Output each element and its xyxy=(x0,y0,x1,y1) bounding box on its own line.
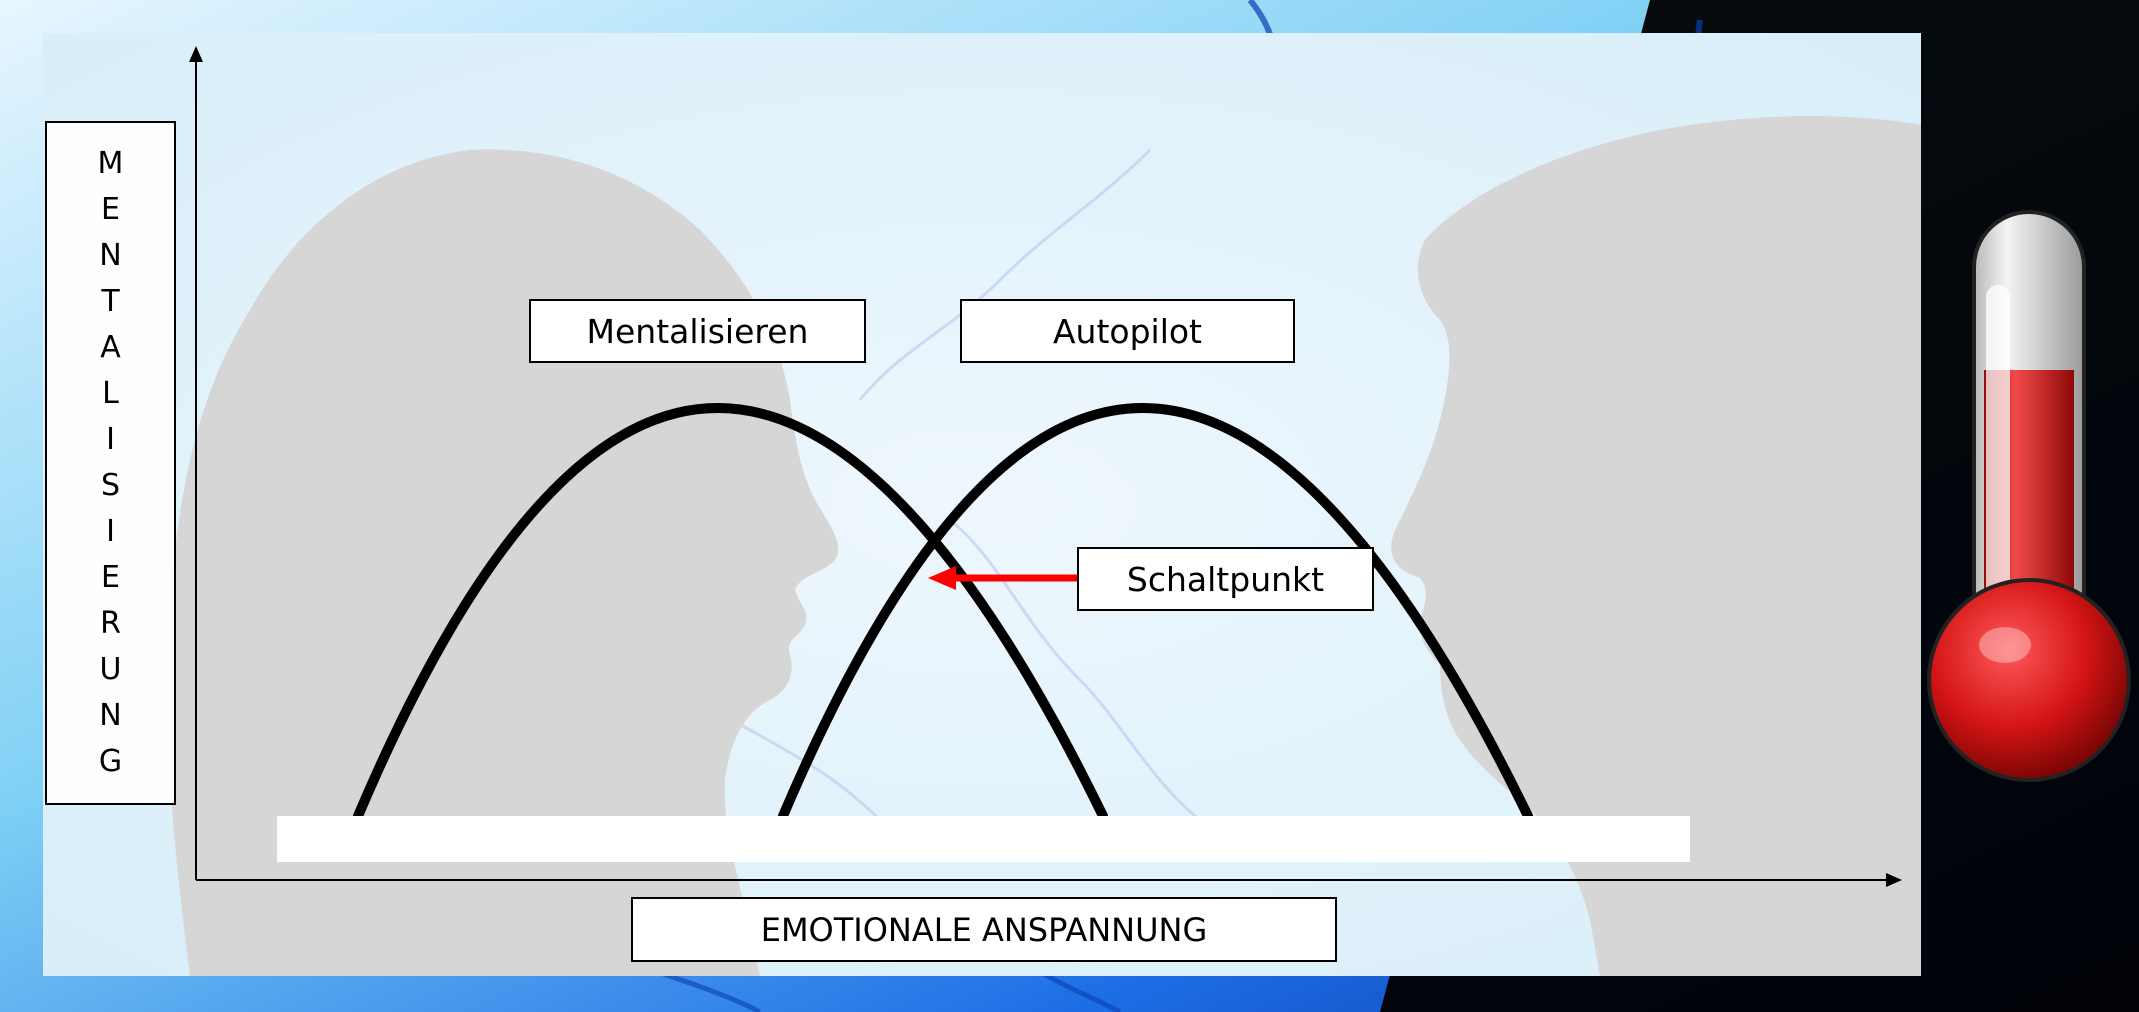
y-axis-label-letter: N xyxy=(99,698,122,733)
label-schaltpunkt: Schaltpunkt xyxy=(1077,547,1374,611)
y-axis-label-letter: U xyxy=(99,652,122,687)
y-axis-label-letter: M xyxy=(97,146,124,181)
y-axis-label-letter: R xyxy=(100,606,121,641)
y-axis-label-letter: I xyxy=(106,514,115,549)
y-axis-label-letter: I xyxy=(106,422,115,457)
thermometer-icon xyxy=(1927,210,2131,782)
label-mentalisieren: Mentalisieren xyxy=(529,299,866,363)
y-axis-label-letter: T xyxy=(101,284,120,319)
y-axis-label-letter: E xyxy=(101,560,120,595)
y-axis-arrowhead xyxy=(189,46,203,62)
y-axis-label-letter: S xyxy=(100,468,121,503)
x-axis-label-text: EMOTIONALE ANSPANNUNG xyxy=(760,910,1208,949)
schaltpunkt-arrow xyxy=(928,566,1080,590)
silhouette-man xyxy=(1391,115,1921,976)
curve-mentalisieren xyxy=(353,403,1108,821)
x-axis xyxy=(196,873,1902,887)
y-axis xyxy=(189,46,203,880)
y-axis-label-letter: A xyxy=(100,330,121,365)
x-axis-label: EMOTIONALE ANSPANNUNG xyxy=(631,897,1337,962)
y-axis-label-letter: N xyxy=(99,238,122,273)
baseline-band xyxy=(277,816,1690,862)
label-autopilot: Autopilot xyxy=(960,299,1295,363)
x-axis-arrowhead xyxy=(1886,873,1902,887)
y-axis-label-letter: E xyxy=(101,192,120,227)
y-axis-label-letter: L xyxy=(102,376,119,411)
label-schaltpunkt-text: Schaltpunkt xyxy=(1126,559,1325,599)
curve-autopilot xyxy=(778,403,1533,821)
label-autopilot-text: Autopilot xyxy=(1052,311,1203,351)
label-mentalisieren-text: Mentalisieren xyxy=(586,311,809,351)
y-axis-label-letter: G xyxy=(98,744,123,779)
